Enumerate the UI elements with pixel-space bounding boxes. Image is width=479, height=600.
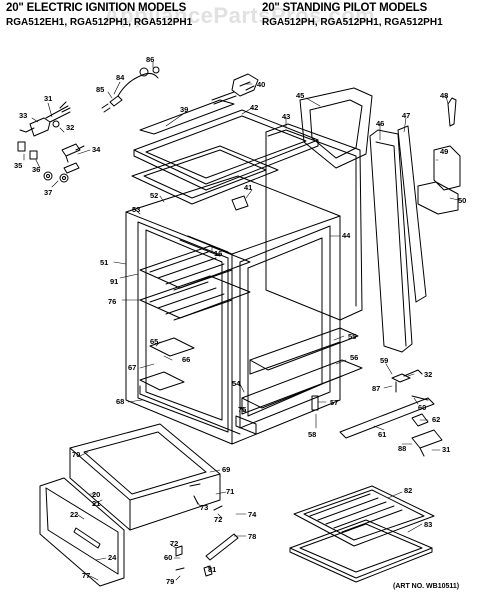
part-label: 60 xyxy=(418,403,426,412)
part-label: 73 xyxy=(200,503,208,512)
part-label: 44 xyxy=(342,231,351,240)
part-label: 84 xyxy=(116,73,125,82)
part-label: 87 xyxy=(372,384,380,393)
part-label: 24 xyxy=(108,553,117,562)
leader-lines xyxy=(23,61,459,581)
part-label: 54 xyxy=(232,379,241,388)
part-label: 51 xyxy=(100,258,108,267)
part-label: 21 xyxy=(92,499,100,508)
right-model-numbers: RGA512PH, RGA512PH1, RGA512PH1 xyxy=(262,17,443,28)
part-label: 74 xyxy=(248,510,257,519)
cooktop-panel xyxy=(131,73,319,211)
part-label: 22 xyxy=(70,510,78,519)
part-label: 70 xyxy=(72,450,80,459)
burner-valve-group xyxy=(17,101,85,183)
art-number: (ART NO. WB10511) xyxy=(393,583,460,590)
part-label: 49 xyxy=(440,147,448,156)
part-label: 67 xyxy=(128,363,136,372)
part-label: 55 xyxy=(348,332,356,341)
pilot-valve-group xyxy=(311,369,443,457)
part-label: 83 xyxy=(424,520,432,529)
part-label: 86 xyxy=(146,55,154,64)
part-label: 50 xyxy=(458,196,466,205)
part-label: 77 xyxy=(82,571,90,580)
part-label: 88 xyxy=(398,444,406,453)
part-label: 32 xyxy=(66,123,74,132)
part-label: 31 xyxy=(44,94,52,103)
part-label: 75 xyxy=(238,405,246,414)
part-label: 85 xyxy=(96,85,104,94)
part-label: 56 xyxy=(350,353,358,362)
oven-body xyxy=(125,175,363,445)
part-label: 46 xyxy=(376,119,384,128)
part-label: 68 xyxy=(116,397,124,406)
part-number-labels: 31 32 33 34 35 36 37 84 85 86 39 40 42 4… xyxy=(14,55,466,586)
part-label: 57 xyxy=(330,398,338,407)
part-label: 42 xyxy=(250,103,258,112)
part-label: 16 xyxy=(214,249,222,258)
right-model-title: 20" STANDING PILOT MODELS xyxy=(262,2,428,14)
part-label: 72 xyxy=(214,515,222,524)
part-label: 91 xyxy=(110,277,118,286)
part-label: 59 xyxy=(380,356,388,365)
part-label: 39 xyxy=(180,105,188,114)
part-label: 66 xyxy=(182,355,190,364)
part-label: 41 xyxy=(244,183,252,192)
igniter-wiring xyxy=(101,66,160,113)
part-label: 33 xyxy=(19,111,27,120)
part-label: 81 xyxy=(208,565,216,574)
part-label: 36 xyxy=(32,165,40,174)
part-label: 35 xyxy=(14,161,22,170)
part-label: 31 xyxy=(442,445,450,454)
part-label: 60 xyxy=(164,553,172,562)
part-label: 37 xyxy=(44,188,52,197)
side-panels xyxy=(265,87,461,353)
part-label: 34 xyxy=(92,145,101,154)
part-label: 78 xyxy=(248,532,256,541)
part-label: 32 xyxy=(424,370,432,379)
left-model-numbers: RGA512EH1, RGA512PH1, RGA512PH1 xyxy=(6,17,193,28)
part-label: 71 xyxy=(226,487,234,496)
part-label: 52 xyxy=(150,191,158,200)
part-label: 82 xyxy=(404,486,412,495)
part-label: 58 xyxy=(308,430,316,439)
part-label: 45 xyxy=(296,91,304,100)
broiler-pan-and-grid xyxy=(289,485,435,583)
part-label: 53 xyxy=(132,205,140,214)
part-label: 20 xyxy=(92,490,100,499)
part-label: 65 xyxy=(150,337,158,346)
part-label: 62 xyxy=(432,415,440,424)
part-label: 61 xyxy=(378,430,386,439)
left-model-title: 20" ELECTRIC IGNITION MODELS xyxy=(6,2,187,14)
part-label: 48 xyxy=(440,91,448,100)
part-label: 69 xyxy=(222,465,230,474)
part-label: 79 xyxy=(166,577,174,586)
part-label: 43 xyxy=(282,112,290,121)
part-label: 47 xyxy=(402,111,410,120)
watermark: AppliancePartsPros.com xyxy=(103,3,376,28)
part-label: 76 xyxy=(108,297,116,306)
part-label: 40 xyxy=(257,80,265,89)
storage-drawer xyxy=(39,423,239,587)
part-label: 72 xyxy=(170,539,178,548)
